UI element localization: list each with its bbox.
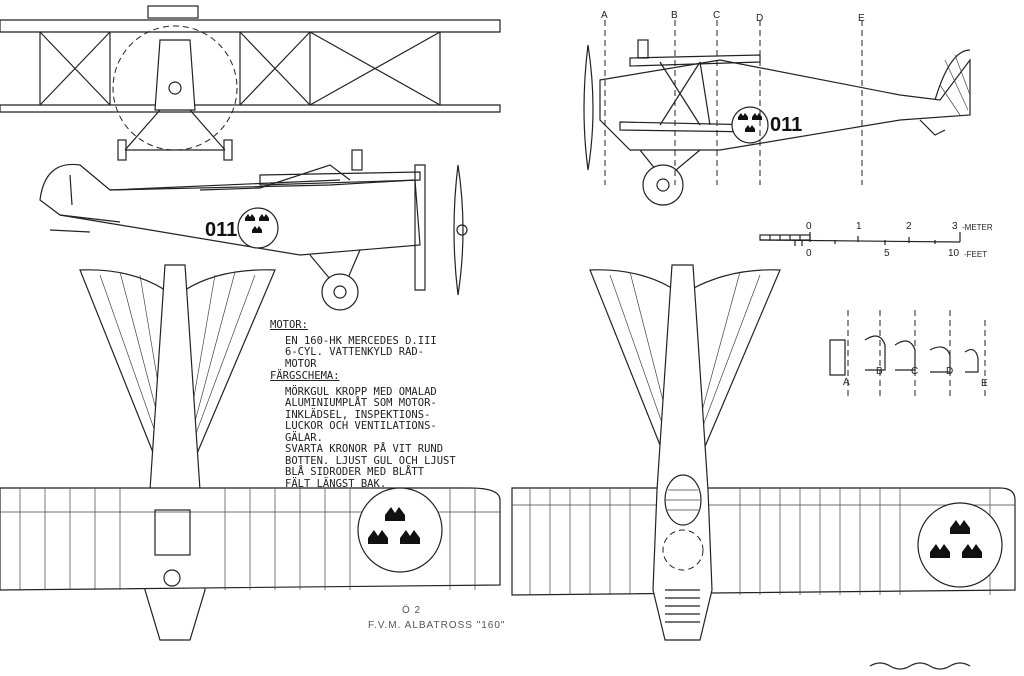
cross-sections bbox=[829, 310, 986, 400]
landing-gear-front bbox=[117, 109, 233, 161]
color-line: GÄLAR. bbox=[285, 431, 323, 444]
scale-feet-tick: 0 bbox=[806, 248, 812, 259]
scale-feet-unit: -FEET bbox=[964, 250, 988, 259]
tailskid bbox=[919, 119, 946, 136]
section-label: B bbox=[876, 366, 883, 377]
scale-feet-tick: 10 bbox=[948, 248, 960, 259]
cockpit-top bbox=[154, 509, 191, 556]
color-line: MÖRKGUL KROPP MED OMALAD bbox=[285, 385, 437, 398]
upper-wing-front bbox=[0, 19, 501, 33]
color-line: BOTTEN. LJUST GUL OCH LJUST bbox=[285, 454, 456, 467]
three-crowns-under bbox=[930, 520, 982, 558]
caption-designation: Ö 2 bbox=[402, 605, 422, 616]
under-view-right bbox=[511, 264, 1016, 670]
color-line: FÄLT LÄNGST BAK. bbox=[285, 477, 387, 490]
station-label-top: C bbox=[713, 10, 721, 21]
side-view-left bbox=[39, 149, 468, 311]
motor-heading: MOTOR: bbox=[270, 319, 308, 331]
three-crowns-side-right bbox=[738, 113, 762, 132]
side-view-right bbox=[583, 20, 971, 206]
motor-line: EN 160-HK MERCEDES D.III bbox=[285, 334, 437, 347]
wing-under bbox=[511, 487, 1016, 596]
wheel-side bbox=[321, 273, 359, 311]
tailplane-side bbox=[49, 214, 121, 233]
upper-wing-side bbox=[259, 171, 421, 186]
station-label-top: B bbox=[671, 10, 678, 21]
color-line: LUCKOR OCH VENTILATIONS- bbox=[285, 420, 437, 432]
scale-bar bbox=[759, 232, 961, 246]
fuselage-under bbox=[652, 264, 713, 641]
signature-mark bbox=[869, 662, 971, 670]
motor-line: MOTOR bbox=[285, 357, 317, 370]
station-label-top: D bbox=[756, 13, 764, 24]
fuselage-side-right bbox=[599, 58, 971, 151]
serial-number-side: 011 bbox=[205, 219, 238, 241]
scale-meter-unit: -METER bbox=[962, 223, 993, 232]
color-line: BLÅ SIDRODER MED BLÅTT bbox=[285, 466, 425, 478]
interplane-struts bbox=[39, 31, 441, 106]
section-label: D bbox=[946, 366, 954, 377]
three-crowns-top bbox=[368, 507, 420, 544]
caption-title: F.V.M. ALBATROSS "160" bbox=[368, 620, 506, 631]
color-line: INKLÄDSEL, INSPEKTIONS- bbox=[285, 408, 431, 421]
gun bbox=[351, 149, 363, 171]
wheel-right bbox=[642, 164, 684, 206]
propeller-disc bbox=[112, 25, 238, 151]
color-line: ALUMINIUMPLÅT SOM MOTOR- bbox=[285, 397, 437, 409]
roundel-under bbox=[917, 502, 1003, 588]
three-crowns-side bbox=[245, 214, 269, 233]
lower-wing-front bbox=[0, 104, 501, 113]
roundel-side-right bbox=[731, 106, 769, 144]
propeller-right bbox=[583, 44, 594, 171]
scale-meter-tick: 1 bbox=[856, 221, 862, 232]
section-label: C bbox=[911, 366, 919, 377]
top-view-left bbox=[0, 264, 501, 641]
section-label: A bbox=[843, 377, 850, 388]
radiator-under bbox=[664, 474, 702, 526]
station-label-top: E bbox=[858, 13, 865, 24]
color-line: SVARTA KRONOR PÅ VIT RUND bbox=[285, 443, 444, 455]
color-scheme-heading: FÄRGSCHEMA: bbox=[270, 370, 340, 382]
section-label: E bbox=[981, 378, 988, 389]
station-lines bbox=[604, 20, 863, 185]
fuselage-front bbox=[154, 39, 196, 111]
motor-line: 6-CYL. VATTENKYLD RAD- bbox=[285, 346, 425, 358]
scale-meter-tick: 2 bbox=[906, 221, 912, 232]
gun-right bbox=[637, 39, 649, 59]
cockpit-cabane bbox=[109, 164, 351, 191]
spinner bbox=[168, 81, 182, 95]
scale-feet-tick: 5 bbox=[884, 248, 890, 259]
front-view bbox=[0, 5, 501, 161]
station-label-top: A bbox=[601, 10, 608, 21]
roundel-top bbox=[357, 487, 443, 573]
serial-number-side-right: 011 bbox=[770, 114, 803, 136]
propeller-front-blade bbox=[453, 164, 464, 296]
engine-radiator-top bbox=[147, 5, 199, 19]
fuselage-side bbox=[39, 163, 421, 256]
propeller-side-1 bbox=[414, 164, 426, 291]
scale-meter-tick: 3 bbox=[952, 221, 958, 232]
scale-meter-tick: 0 bbox=[806, 221, 812, 232]
